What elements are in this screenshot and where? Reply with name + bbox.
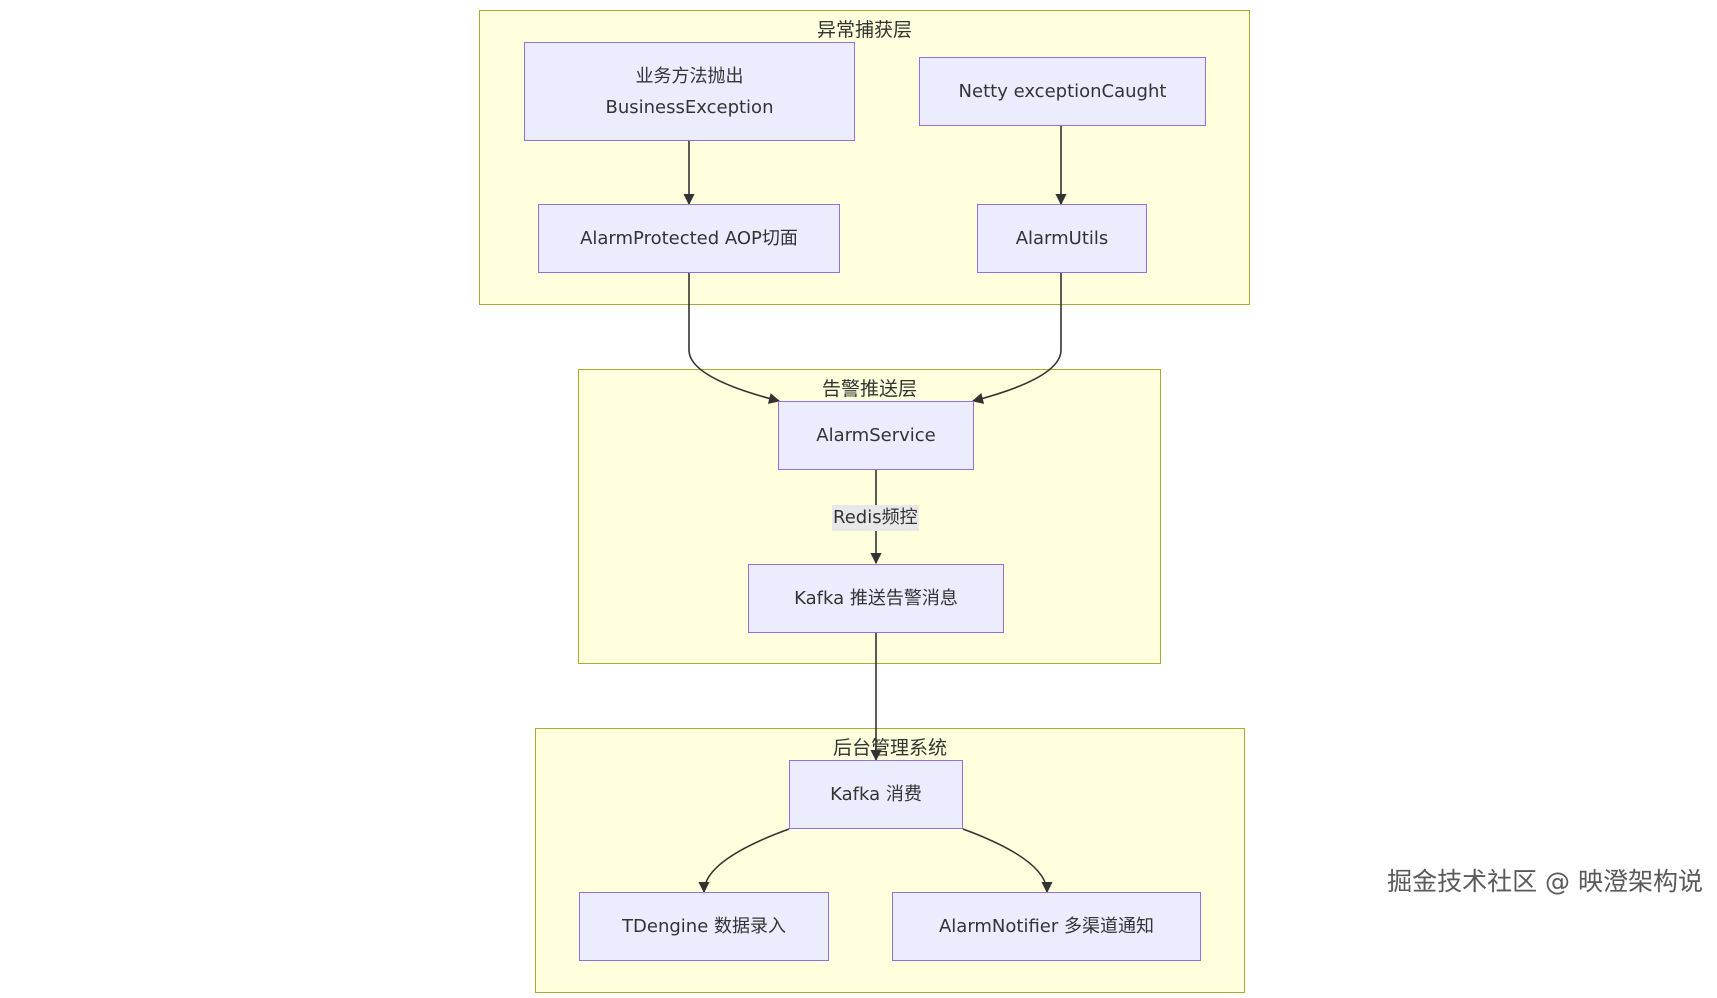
- node-alarm-protected-aop-label: AlarmProtected AOP切面: [580, 228, 798, 249]
- node-alarm-service-label: AlarmService: [816, 425, 936, 446]
- node-kafka-consume-label: Kafka 消费: [830, 784, 922, 805]
- node-alarm-protected-aop[interactable]: AlarmProtected AOP切面: [538, 204, 840, 273]
- cluster-title-alarm-push: 告警推送层: [821, 378, 917, 400]
- node-kafka-push-alarm-message[interactable]: Kafka 推送告警消息: [748, 564, 1004, 633]
- node-business-exception-line1: 业务方法抛出: [635, 65, 744, 87]
- node-alarm-notifier-multichannel[interactable]: AlarmNotifier 多渠道通知: [892, 892, 1201, 961]
- edge-aop-to-service: [688, 273, 781, 404]
- node-business-exception[interactable]: 业务方法抛出 BusinessException: [524, 42, 855, 141]
- cluster-title-backend-management: 后台管理系统: [832, 737, 947, 759]
- node-business-exception-line2: BusinessException: [605, 96, 774, 118]
- node-alarm-utils-label: AlarmUtils: [1015, 228, 1109, 249]
- edge-utils-to-service: [971, 273, 1062, 404]
- node-tdengine-data-entry-label: TDengine 数据录入: [622, 916, 786, 937]
- node-tdengine-data-entry[interactable]: TDengine 数据录入: [579, 892, 829, 961]
- edge-consume-to-notifier: [962, 828, 1053, 894]
- node-alarm-notifier-multichannel-label: AlarmNotifier 多渠道通知: [938, 916, 1155, 937]
- node-netty-exception-caught[interactable]: Netty exceptionCaught: [919, 57, 1206, 126]
- cluster-title-exception-capture: 异常捕获层: [816, 19, 912, 41]
- node-alarm-service[interactable]: AlarmService: [778, 401, 974, 470]
- edge-consume-to-tdengine: [698, 828, 790, 894]
- node-kafka-push-alarm-message-label: Kafka 推送告警消息: [794, 588, 958, 609]
- node-kafka-consume[interactable]: Kafka 消费: [789, 760, 963, 829]
- node-netty-exception-caught-label: Netty exceptionCaught: [958, 81, 1167, 102]
- edge-label-redis-rate-limit: Redis频控: [832, 505, 919, 531]
- node-alarm-utils[interactable]: AlarmUtils: [977, 204, 1147, 273]
- watermark-text: 掘金技术社区 @ 映澄架构说: [1387, 867, 1703, 896]
